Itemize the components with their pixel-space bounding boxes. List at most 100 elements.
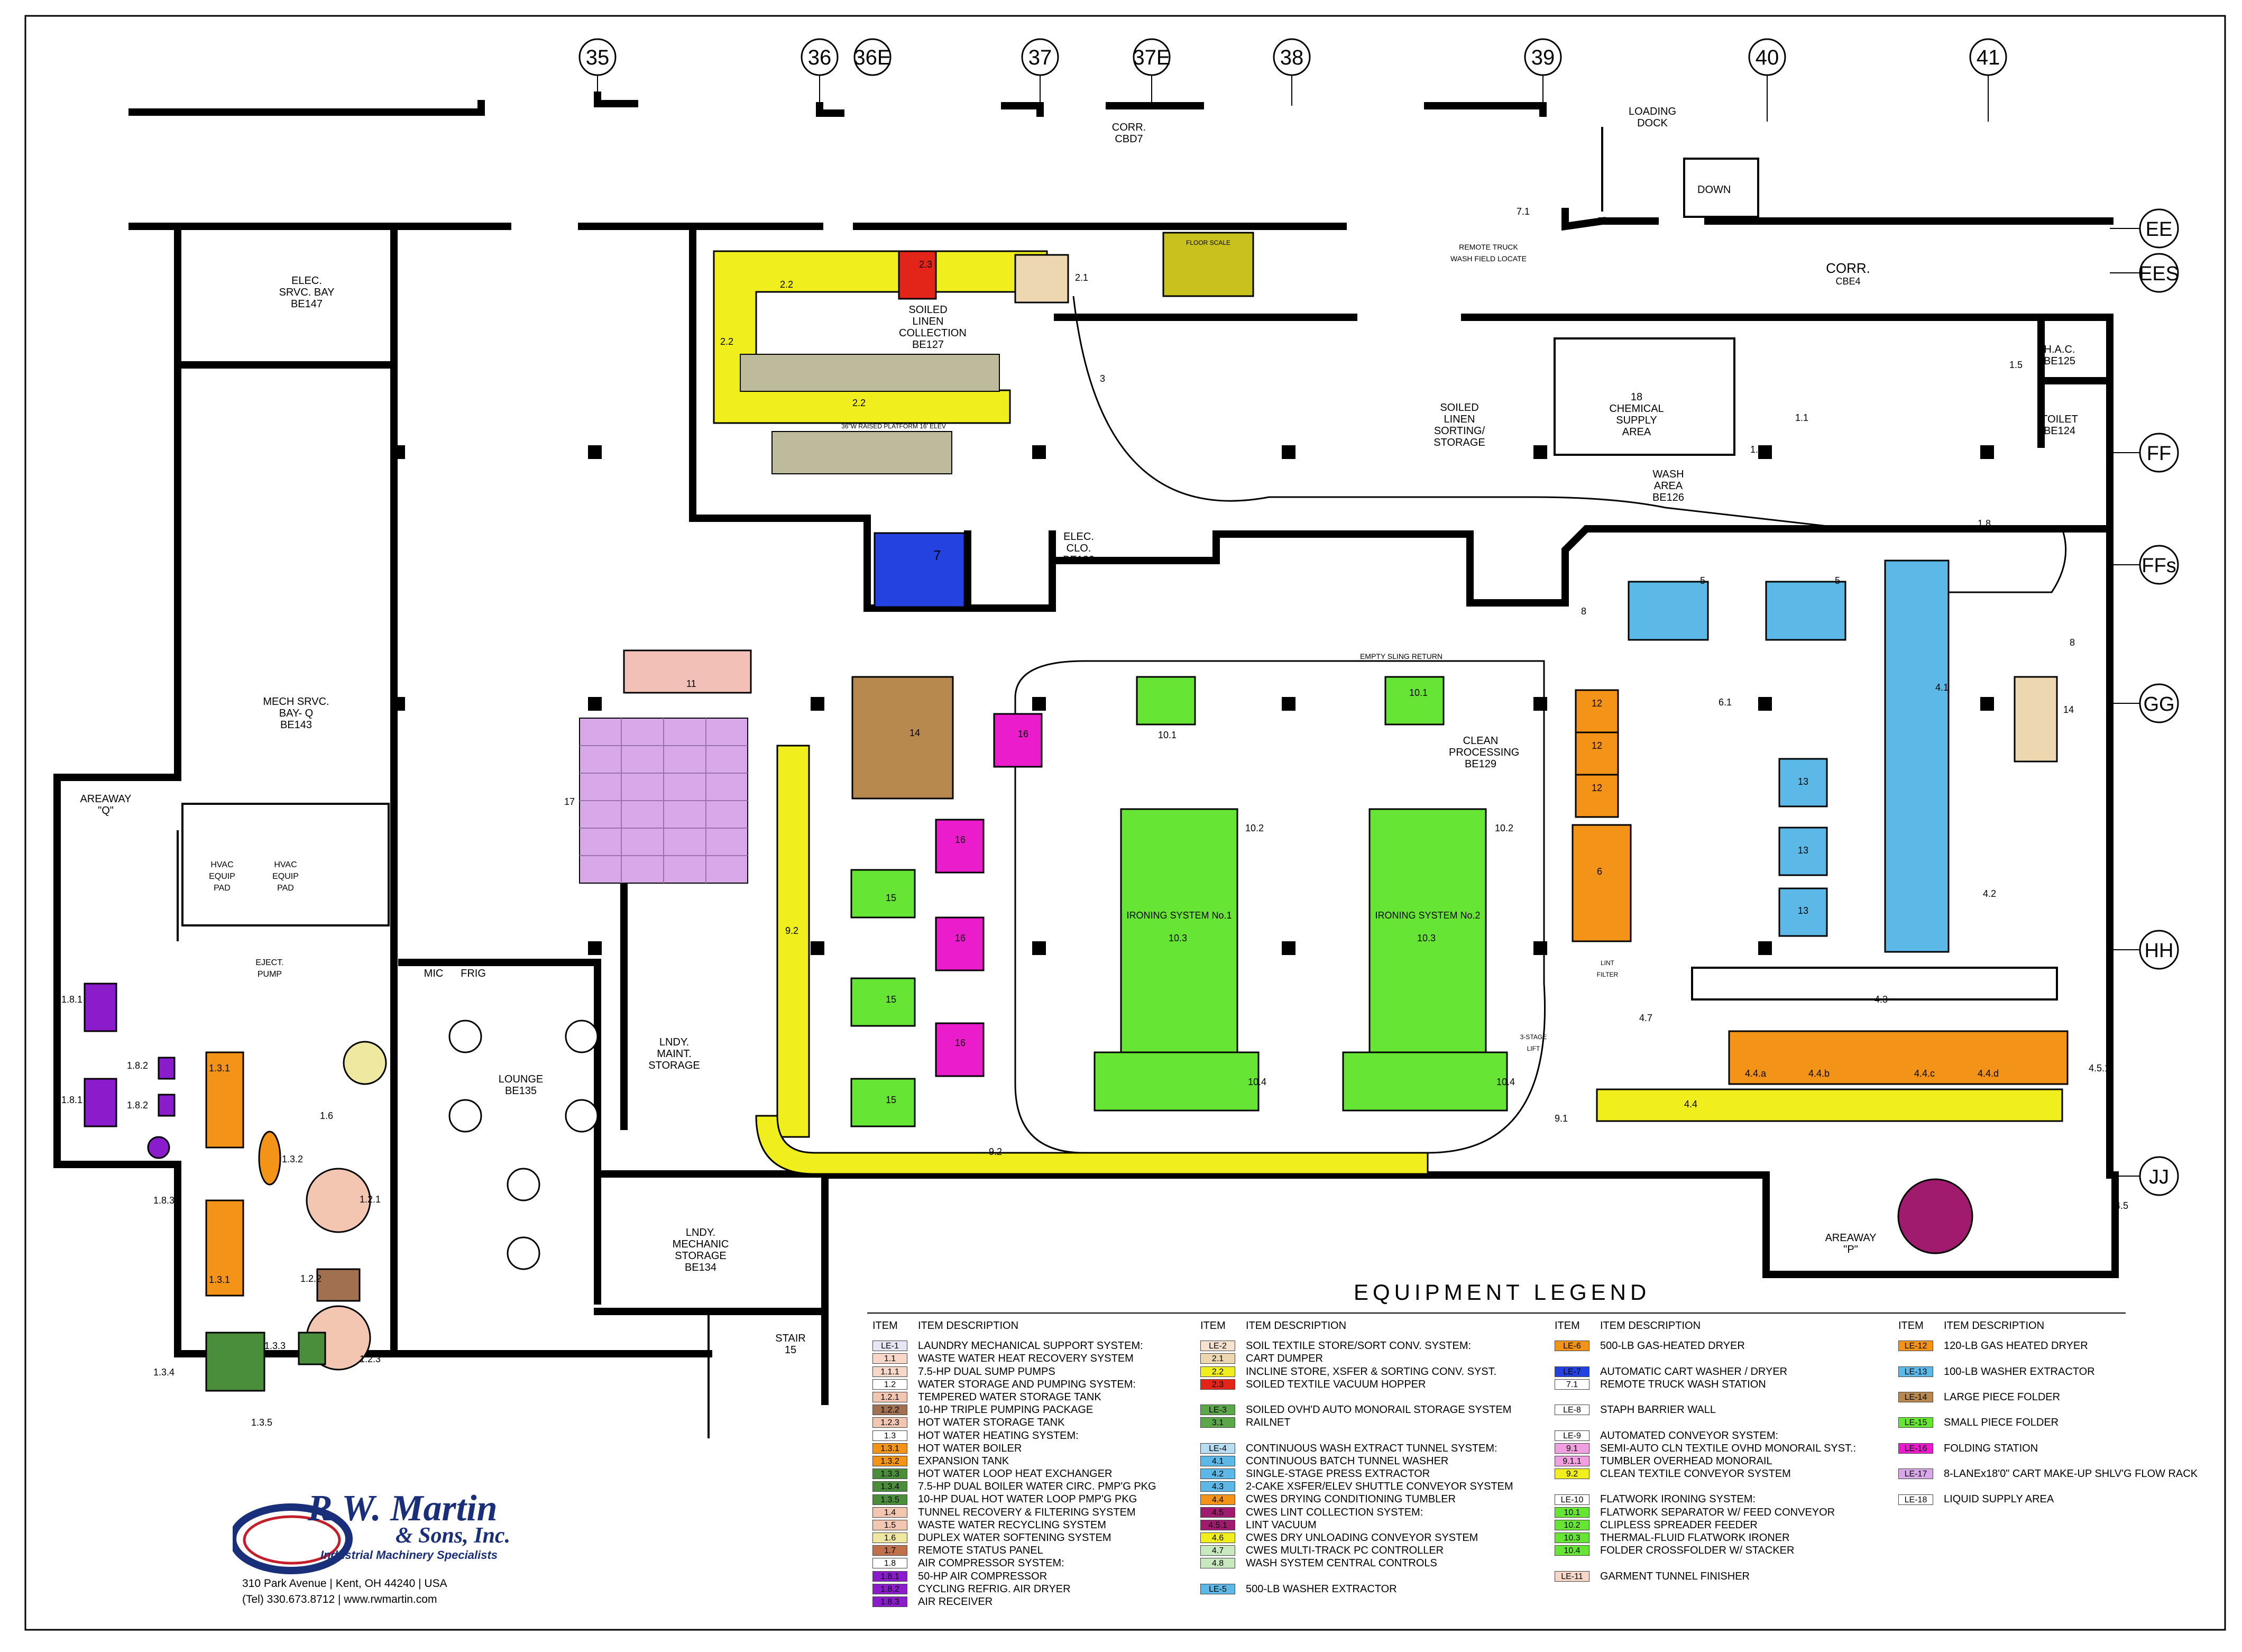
tag-4-4c: 4.4.c (1914, 1068, 1935, 1079)
legend-item-swatch: LE-13 (1898, 1366, 1933, 1377)
tag-10-2a: 10.2 (1245, 823, 1264, 833)
legend-item-description: CLEAN TEXTILE CONVEYOR SYSTEM (1600, 1468, 1791, 1480)
tag-9-1: 9.1 (1555, 1113, 1568, 1124)
legend-item-swatch: 1.3.3 (872, 1469, 907, 1480)
tag-1-3-5: 1.3.5 (251, 1417, 273, 1428)
tag-13b: 13 (1798, 845, 1809, 856)
legend-header-item: ITEM (1898, 1320, 1924, 1332)
legend-header-desc: ITEM DESCRIPTION (1944, 1320, 2045, 1332)
legend-header-desc: ITEM DESCRIPTION (918, 1320, 1019, 1332)
ironing-system-2 (1342, 676, 1508, 1112)
tag-2-3: 2.3 (919, 259, 933, 270)
hot-water-loop (205, 1332, 326, 1392)
legend-item-swatch: 4.3 (1200, 1481, 1235, 1492)
legend-item-swatch: LE-14 (1898, 1392, 1933, 1403)
company-logo-swoosh (233, 1503, 353, 1574)
tag-1-3-4: 1.3.4 (153, 1367, 175, 1378)
tag-9-2a: 9.2 (785, 925, 799, 936)
label-mic: MIC (424, 968, 444, 979)
legend-item-swatch: LE-5 (1200, 1583, 1235, 1594)
label-frig: FRIG (461, 968, 486, 979)
legend-item-description: 100-LB WASHER EXTRACTOR (1944, 1365, 2095, 1378)
grid-row-hh: HH (2145, 940, 2174, 962)
tunnel-recovery-system (2014, 676, 2058, 763)
legend-item-description: WATER STORAGE AND PUMPING SYSTEM: (918, 1378, 1136, 1390)
legend-item-swatch: 9.2 (1555, 1469, 1589, 1480)
tag-15a: 15 (886, 893, 897, 903)
legend-item-description: LINT VACUUM (1246, 1519, 1317, 1531)
legend-item-swatch: LE-9 (1555, 1430, 1589, 1441)
legend-row (1555, 1416, 1856, 1429)
tag-4-1: 4.1 (1935, 682, 1949, 693)
legend-item-swatch: 4.8 (1200, 1558, 1235, 1569)
grid-col-38: 38 (1280, 46, 1304, 69)
small-piece-folders (850, 869, 916, 1127)
legend-row (1200, 1570, 1513, 1583)
legend-item-swatch: 4.4 (1200, 1494, 1235, 1505)
legend-item-description: LIQUID SUPPLY AREA (1944, 1493, 2054, 1506)
water-softener (343, 1041, 387, 1085)
legend-item-description: AIR COMPRESSOR SYSTEM: (918, 1557, 1064, 1570)
tag-1-8-2b: 1.8.2 (127, 1100, 149, 1110)
legend-item-swatch: LE-12 (1898, 1341, 1933, 1352)
legend-row: 9.2 CLEAN TEXTILE CONVEYOR SYSTEM (1555, 1467, 1856, 1480)
legend-item-description: 8-LANEx18'0" CART MAKE-UP SHLV'G FLOW RA… (1944, 1468, 2198, 1480)
label-down: DOWN (1697, 184, 1731, 196)
grid-row-jj: JJ (2149, 1166, 2169, 1188)
tag-6: 6 (1597, 866, 1603, 877)
legend-item-description: TUNNEL RECOVERY & FILTERING SYSTEM (918, 1506, 1136, 1518)
cart-washer (874, 532, 966, 608)
tag-15b: 15 (886, 994, 897, 1005)
legend-item-swatch: LE-1 (872, 1341, 907, 1352)
legend-item-description: CONTINUOUS WASH EXTRACT TUNNEL SYSTEM: (1246, 1442, 1497, 1454)
washer-extractors-500lb (1628, 581, 1846, 641)
legend-rule (867, 1313, 2126, 1314)
tag-1-2-1: 1.2.1 (360, 1194, 381, 1205)
tag-5a: 5 (1700, 575, 1706, 586)
grid-col-41: 41 (1977, 46, 2000, 69)
legend-item-description: 120-LB GAS HEATED DRYER (1944, 1340, 2088, 1352)
legend-item-description: REMOTE TRUCK WASH STATION (1600, 1378, 1766, 1390)
legend-row (1898, 1403, 2198, 1416)
legend-item-description: HOT WATER STORAGE TANK (918, 1417, 1065, 1429)
tag-4-2: 4.2 (1983, 888, 1997, 899)
legend-item-description: EXPANSION TANK (918, 1455, 1009, 1467)
tag-4-7: 4.7 (1639, 1013, 1653, 1023)
legend-item-swatch: 1.3 (872, 1430, 907, 1441)
label-empty-sling: EMPTY SLING RETURN (1359, 652, 1443, 660)
tag-1-3-1a: 1.3.1 (209, 1063, 231, 1073)
legend-item-swatch: 4.6 (1200, 1532, 1235, 1544)
flow-rack (579, 718, 748, 884)
tag-12b: 12 (1592, 740, 1603, 751)
legend-item-swatch: 1.3.5 (872, 1494, 907, 1505)
legend-item-swatch: LE-17 (1898, 1469, 1933, 1480)
legend-item-swatch: LE-18 (1898, 1494, 1933, 1505)
legend-item-description: CWES DRY UNLOADING CONVEYOR SYSTEM (1246, 1532, 1478, 1544)
legend-item-description: SMALL PIECE FOLDER (1944, 1417, 2059, 1429)
column-grid: 35 36 36E 37 37E 38 39 40 41 (578, 38, 2007, 122)
room-areaway-p: AREAWAY "P" (1825, 1232, 1877, 1255)
dry-unloading-conveyor (1596, 1088, 2063, 1122)
boilers (205, 1051, 281, 1297)
legend-item-description: 10-HP DUAL HOT WATER LOOP PMP'G PKG (918, 1493, 1137, 1506)
legend-rows-4: LE-12 120-LB GAS HEATED DRYER LE-13 100-LB … (1898, 1339, 2198, 1506)
legend-item-description: 500-LB WASHER EXTRACTOR (1246, 1583, 1397, 1595)
gas-dryer-500lb (1572, 824, 1632, 942)
legend-header-desc: ITEM DESCRIPTION (1246, 1320, 1347, 1332)
tag-1-2-2: 1.2.2 (300, 1273, 322, 1284)
legend-item-swatch: 4.7 (1200, 1545, 1235, 1556)
soiled-monorail (1072, 296, 2067, 593)
tag-1-8-1a: 1.8.1 (61, 994, 83, 1005)
